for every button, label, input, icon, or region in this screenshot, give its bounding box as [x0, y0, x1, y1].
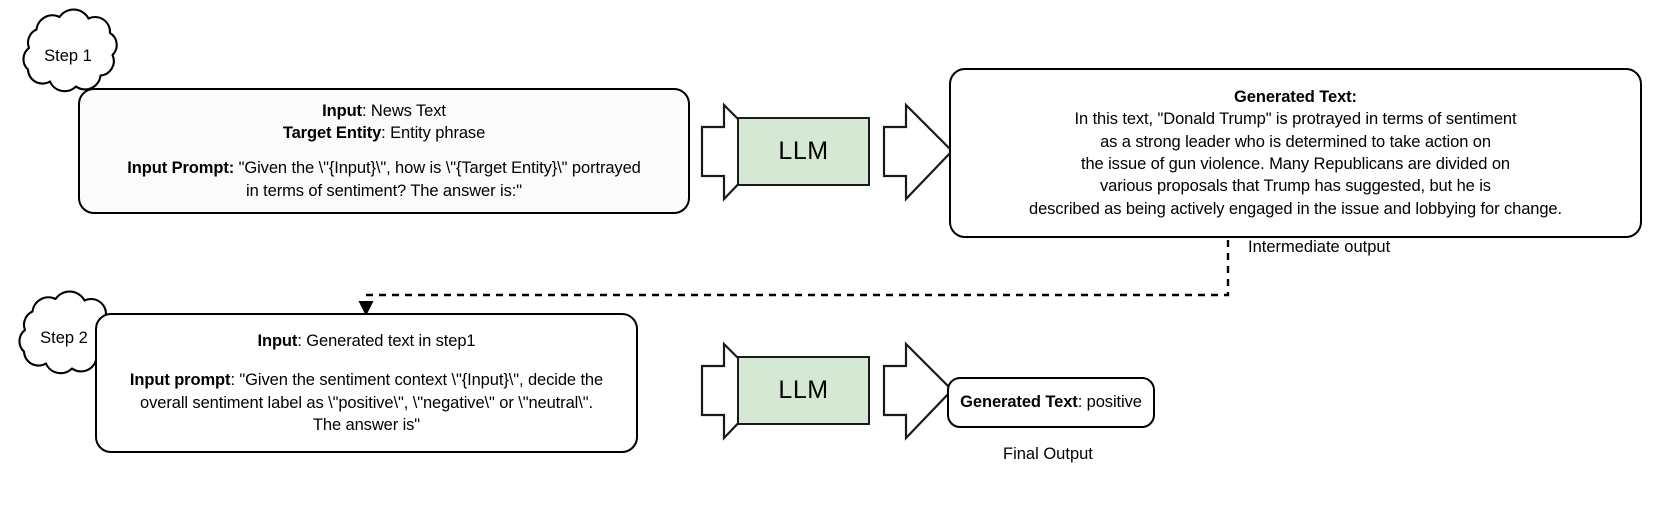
step1-llm-box: LLM — [737, 117, 870, 186]
step1-generated-text-heading: Generated Text: — [1234, 88, 1357, 107]
step1-generated-text-line-4: various proposals that Trump has suggest… — [1100, 177, 1491, 196]
step2-prompt-text-a: : "Given the sentiment context \"{Input}… — [230, 371, 604, 390]
step2-prompt-line-2: overall sentiment label as \"positive\",… — [140, 393, 593, 412]
step1-llm-label: LLM — [778, 137, 829, 165]
step1-prompt-text-a: "Given the \"{Input}\", how is \"{Target… — [234, 159, 641, 178]
step1-generated-text-line-3: the issue of gun violence. Many Republic… — [1081, 155, 1510, 173]
step1-cloud-label: Step 1 — [44, 46, 92, 65]
step1-target-entity-value: : Entity phrase — [381, 124, 486, 143]
step1-input-value: : News Text — [361, 102, 446, 120]
block-arrow-right-icon-4 — [882, 341, 954, 441]
intermediate-output-caption: Intermediate output — [1248, 238, 1391, 256]
step1-generated-text-line-5: described as being actively engaged in t… — [1029, 199, 1562, 218]
dashed-feedback-connector-icon — [358, 240, 1230, 316]
block-arrow-right-icon-2 — [882, 102, 954, 202]
step2-prompt-line-3: The answer is" — [312, 415, 421, 434]
step2-input-value: : Generated text in step1 — [297, 331, 476, 350]
step1-prompt-box: Input: News Text Target Entity: Entity p… — [78, 88, 690, 214]
step2-prompt-box: Input: Generated text in step1 Input pro… — [95, 313, 638, 453]
step2-cloud-callout: Step 2 — [18, 300, 110, 376]
step1-target-entity-label: Target Entity — [282, 124, 382, 143]
step2-prompt-line-1: Input prompt: "Given the sentiment conte… — [111, 369, 622, 391]
step1-input-label: Input — [322, 102, 362, 120]
final-output-caption: Final Output — [1003, 445, 1093, 463]
step2-cloud-label: Step 2 — [40, 328, 88, 347]
step1-prompt-line-1: Input Prompt: "Given the \"{Input}\", ho… — [98, 157, 670, 179]
step1-generated-text-line-2: as a strong leader who is determined to … — [1100, 132, 1491, 151]
step2-input-line: Input: Generated text in step1 — [111, 330, 622, 352]
step2-llm-label: LLM — [778, 376, 829, 404]
step1-prompt-label: Input Prompt: — [127, 159, 235, 178]
step2-prompt-label: Input prompt — [129, 371, 231, 390]
step1-generated-text-line-1: In this text, "Donald Trump" is protraye… — [1074, 110, 1517, 129]
step2-final-value: : positive — [1077, 393, 1142, 412]
step2-input-label: Input — [257, 331, 298, 350]
step2-llm-box: LLM — [737, 356, 870, 425]
step1-cloud-callout: Step 1 — [22, 18, 114, 94]
step1-target-entity-line: Target Entity: Entity phrase — [98, 122, 670, 144]
step1-prompt-line-2: in terms of sentiment? The answer is:" — [246, 181, 522, 200]
step2-final-label: Generated Text — [960, 393, 1078, 412]
step2-output-box: Generated Text: positive — [947, 377, 1155, 428]
step2-final-line: Generated Text: positive — [959, 391, 1143, 413]
step1-input-line: Input: News Text — [98, 100, 670, 122]
step1-output-box: Generated Text: In this text, "Donald Tr… — [949, 68, 1642, 238]
